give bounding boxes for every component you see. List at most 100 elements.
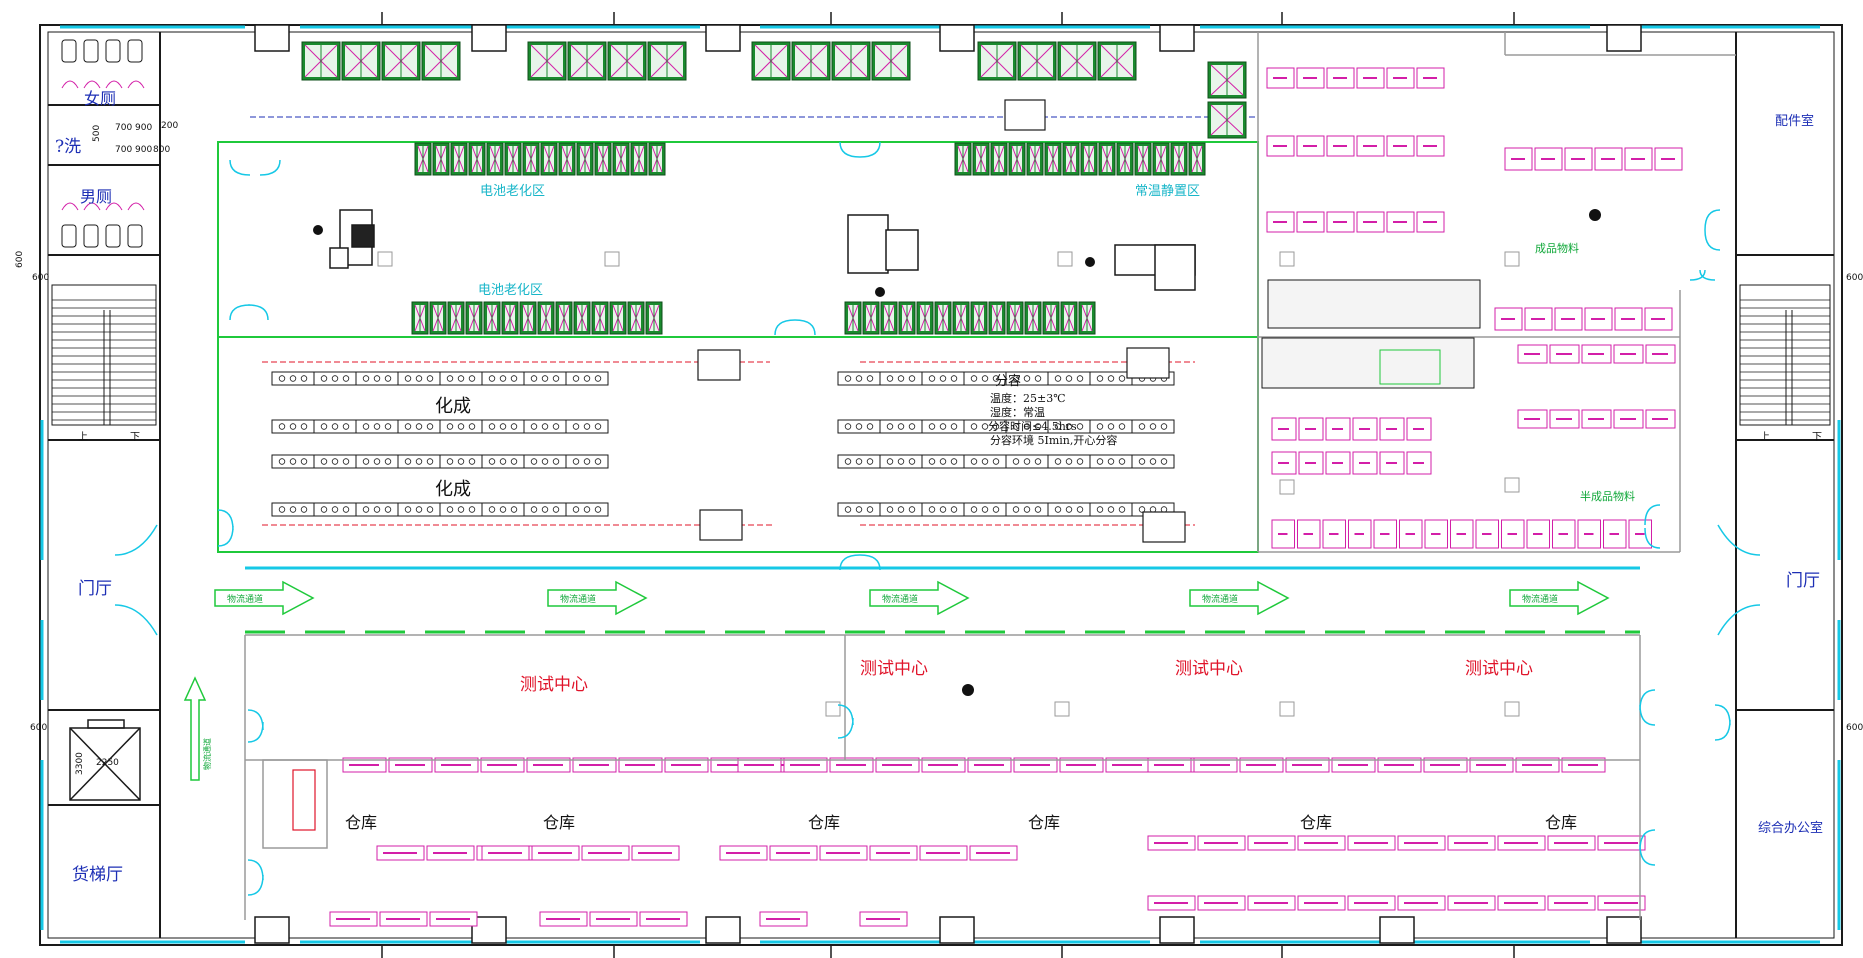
formation-shelf-left xyxy=(565,454,609,469)
zone-formation-1: 化成 xyxy=(435,396,471,417)
aging-rack-low xyxy=(844,301,862,335)
zone-normal-temp-standing: 常温静置区 xyxy=(1135,184,1200,199)
aging-rack-top xyxy=(341,41,381,81)
formation-shelf-left xyxy=(439,454,483,469)
lower-hall-walls xyxy=(244,634,1641,920)
aging-rack-mid xyxy=(630,142,648,176)
dim-600-left-upper: 600 xyxy=(15,251,25,268)
aging-rack-low xyxy=(1060,301,1078,335)
formation-shelf-right xyxy=(879,454,923,469)
formation-shelf-left xyxy=(523,454,567,469)
flow-arrows: 物流通道物流通道物流通道物流通道物流通道 xyxy=(214,580,1610,616)
aging-rack-mid xyxy=(522,142,540,176)
flow-arrow-label: 物流通道 xyxy=(560,593,596,605)
aging-rack-low xyxy=(988,301,1006,335)
aging-rack-mid xyxy=(414,142,432,176)
zone-finished-materials: 成品物料 xyxy=(1535,241,1579,255)
formation-shelf-left xyxy=(439,419,483,434)
formation-shelf-right xyxy=(921,454,965,469)
aging-rack-top xyxy=(301,41,341,81)
formation-shelf-left xyxy=(313,419,357,434)
warehouse-storage-box xyxy=(292,769,316,831)
flow-arrow xyxy=(214,580,315,616)
aging-rack-top xyxy=(831,41,871,81)
formation-shelf-left xyxy=(271,502,315,517)
formation-shelf-left xyxy=(313,502,357,517)
conveyor-lines xyxy=(250,116,1255,526)
upper-hall-partitions xyxy=(217,141,1259,553)
lift-flow-label: 物流通道 xyxy=(202,738,212,770)
lobby-left-label: 门厅 xyxy=(78,579,112,599)
aging-rack-low xyxy=(970,301,988,335)
restroom-doors xyxy=(61,80,145,211)
formation-shelf-right xyxy=(1005,454,1049,469)
formation-shelf-left xyxy=(355,454,399,469)
formation-shelf-right xyxy=(1047,502,1091,517)
sorting-box xyxy=(1379,349,1441,385)
aging-rack-top xyxy=(527,41,567,81)
aging-rack-mid xyxy=(612,142,630,176)
zone-warehouse-2: 仓库 xyxy=(543,813,575,832)
aging-rack-low xyxy=(519,301,537,335)
restroom-dimensions: 700 900 200 700 900 800 xyxy=(115,121,178,155)
formation-shelf-right xyxy=(879,419,923,434)
door-swings xyxy=(114,141,1761,896)
aging-rack-low xyxy=(537,301,555,335)
column-markers xyxy=(377,251,1520,717)
aging-rack-low xyxy=(447,301,465,335)
formation-shelf-left xyxy=(397,371,441,386)
right-staircase xyxy=(1739,284,1831,426)
formation-shelf-left xyxy=(313,371,357,386)
aging-rack-low xyxy=(411,301,429,335)
agv-carts xyxy=(697,99,1186,543)
svg-text:分容时间≤4.5hrs: 分容时间≤4.5hrs xyxy=(988,419,1077,433)
formation-shelves xyxy=(271,371,1175,517)
formation-shelf-left xyxy=(397,419,441,434)
aging-rack-mid xyxy=(1044,142,1062,176)
aging-rack-low xyxy=(1006,301,1024,335)
column-ticks xyxy=(381,12,1515,958)
equipment-aging-machine xyxy=(329,209,1196,291)
right-core-walls xyxy=(1735,32,1834,938)
aging-rack-low xyxy=(645,301,663,335)
formation-shelf-right xyxy=(963,502,1007,517)
formation-shelf-left xyxy=(313,454,357,469)
aging-rack-low xyxy=(501,301,519,335)
material-racks xyxy=(329,67,1683,927)
formation-shelf-left xyxy=(523,419,567,434)
formation-shelf-left xyxy=(397,502,441,517)
formation-shelf-left xyxy=(481,419,525,434)
svg-text:分容环境 5Imin,开心分容: 分容环境 5Imin,开心分容 xyxy=(990,433,1117,447)
zone-warehouse-6: 仓库 xyxy=(1545,813,1577,832)
aging-rack-top xyxy=(607,41,647,81)
aging-rack-mid xyxy=(648,142,666,176)
formation-shelf-right xyxy=(921,502,965,517)
aging-rack-mid xyxy=(1026,142,1044,176)
formation-shelf-right xyxy=(837,419,881,434)
aging-rack-side xyxy=(1207,61,1247,99)
formation-shelf-right xyxy=(921,371,965,386)
freight-lift-hall-label: 货梯厅 xyxy=(72,865,123,885)
flow-arrow xyxy=(869,580,970,616)
formation-shelf-right xyxy=(921,419,965,434)
formation-shelf-left xyxy=(397,454,441,469)
lift-dim-w: 2250 xyxy=(96,758,119,768)
svg-text:700: 700 xyxy=(115,123,132,133)
aging-rack-mid xyxy=(1008,142,1026,176)
formation-shelf-left xyxy=(355,371,399,386)
aging-rack-top xyxy=(421,41,461,81)
womens-restroom-label: 女厕 xyxy=(84,89,116,108)
zone-warehouse-5: 仓库 xyxy=(1300,813,1332,832)
formation-shelf-right xyxy=(1089,454,1133,469)
svg-text:900: 900 xyxy=(135,123,152,133)
aging-rack-mid xyxy=(558,142,576,176)
flow-arrow-label: 物流通道 xyxy=(227,593,263,605)
formation-shelf-right xyxy=(1047,454,1091,469)
columns xyxy=(254,24,1642,944)
flow-arrow xyxy=(1509,580,1610,616)
formation-shelf-left xyxy=(481,454,525,469)
formation-shelf-left xyxy=(439,371,483,386)
dim-600-right-upper: 600 xyxy=(1846,273,1863,283)
right-stair-down: 下 xyxy=(1812,432,1822,443)
zone-test-center-1: 测试中心 xyxy=(520,675,588,695)
